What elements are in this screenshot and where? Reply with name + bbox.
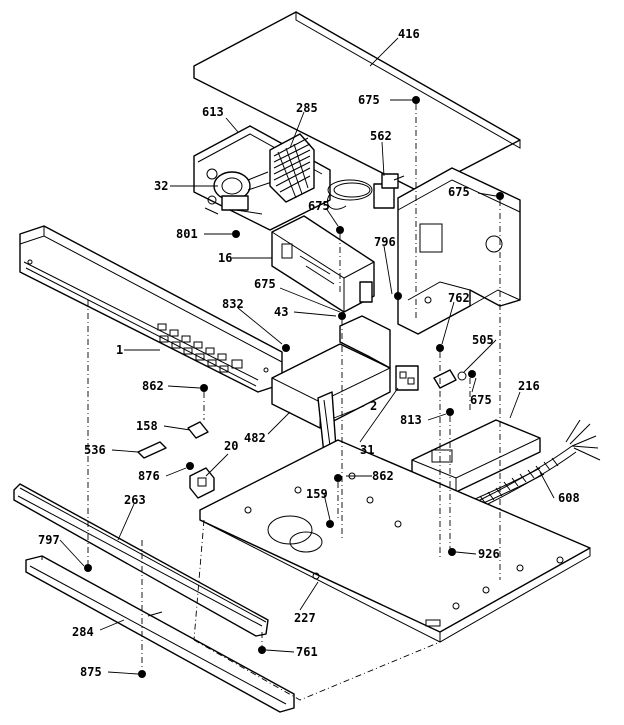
callout-875: 875 [80,665,102,679]
callout-926: 926 [478,547,500,561]
callout-263: 263 [124,493,146,507]
callout-416: 416 [398,27,420,41]
callout-832: 832 [222,297,244,311]
callout-608: 608 [558,491,580,505]
callout-16: 16 [218,251,232,265]
clamp-505 [433,369,467,389]
callout-536: 536 [84,443,106,457]
callout-227: 227 [294,611,316,625]
leader-lines [59,37,555,675]
callout-159: 159 [306,487,328,501]
base-plate [199,439,591,643]
callout-797: 797 [38,533,60,547]
callout-158: 158 [136,419,158,433]
callout-675-top: 675 [358,93,380,107]
fascia-buttons [157,323,243,373]
callout-562: 562 [370,129,392,143]
callout-2: 2 [370,399,377,413]
callout-32: 32 [154,179,168,193]
callout-675-module: 675 [254,277,276,291]
callout-862-right: 862 [372,469,394,483]
bottom-trim [25,555,295,713]
callout-43: 43 [274,305,288,319]
callout-20: 20 [224,439,238,453]
trim-strip [13,483,269,637]
component-216 [411,419,541,493]
filter-screen [269,133,315,203]
callout-284: 284 [72,625,94,639]
callout-505: 505 [472,333,494,347]
callout-31: 31 [360,443,374,457]
component-562 [373,173,405,209]
callout-813: 813 [400,413,422,427]
clip-536 [137,441,167,459]
wire-coil [326,179,373,210]
callout-675-right: 675 [448,185,470,199]
callout-801: 801 [176,227,198,241]
callout-796: 796 [374,235,396,249]
callout-285: 285 [296,101,318,115]
callout-1: 1 [116,343,123,357]
callouts: 416 675 613 285 562 32 675 675 801 16 79… [38,27,580,679]
relay-31 [395,365,419,391]
vertical-bracket [317,391,337,455]
switch-20 [189,467,215,499]
top-panel [193,11,521,193]
callout-876: 876 [138,469,160,483]
callout-482: 482 [244,431,266,445]
callout-675-mid: 675 [308,199,330,213]
motor-assembly [213,171,273,215]
screws [84,96,504,678]
bracket-158 [187,421,209,439]
callout-862-left: 862 [142,379,164,393]
callout-761: 761 [296,645,318,659]
callout-613: 613 [202,105,224,119]
callout-762: 762 [448,291,470,305]
callout-675-clamp: 675 [470,393,492,407]
callout-216: 216 [518,379,540,393]
right-housing [397,167,521,335]
alignment-lines [87,104,501,701]
control-module [271,215,375,313]
